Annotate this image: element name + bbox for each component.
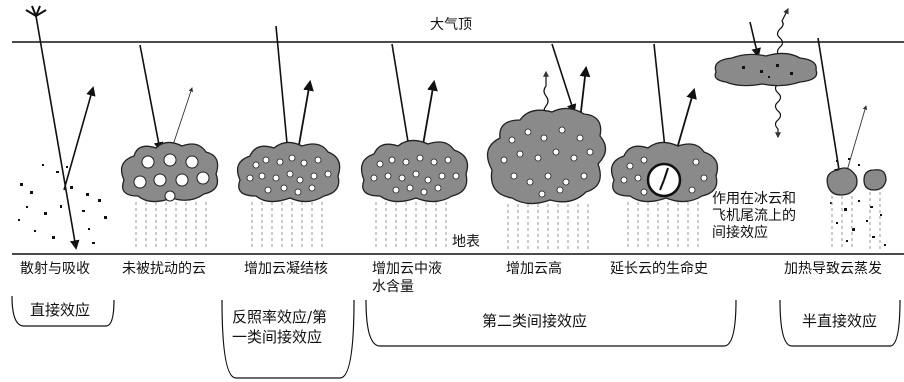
top-of-atmosphere-label: 大气顶: [430, 17, 472, 33]
ice-note-line3: 间接效应: [712, 225, 768, 241]
bracket-direct: [11, 295, 115, 327]
longwave-arrow: [543, 70, 549, 117]
ice-note-line1: 作用在冰云和: [712, 191, 796, 207]
panel-unperturbed-cloud: [120, 44, 219, 250]
panel-increased-cloud-height: [486, 43, 607, 250]
category-direct: 直接效应: [30, 301, 91, 319]
panel-label-unperturbed: 未被扰动的云: [122, 261, 206, 277]
category-second-indirect: 第二类间接效应: [482, 312, 588, 330]
panel-semi-direct: [826, 105, 887, 250]
panel-label-semi-direct: 加热导致云蒸发: [784, 261, 882, 277]
category-albedo-line1: 反照率效应/第: [232, 308, 328, 326]
surface-label: 地表: [452, 234, 480, 250]
panel-label-scattering: 散射与吸收: [20, 261, 90, 277]
panel-ice-contrail: [714, 7, 844, 178]
panel-label-lifetime: 延长云的生命史: [610, 261, 708, 277]
category-albedo-line2: 一类间接效应: [232, 328, 323, 346]
panel-label-lwc: 增加云中液: [372, 261, 442, 277]
panel-extended-lifetime: [610, 43, 719, 250]
panel-label-cloud-height: 增加云高: [506, 261, 562, 277]
bracket-albedo: [221, 299, 355, 379]
ice-note-line2: 飞机尾流上的: [712, 208, 796, 224]
aerosol-particles: [18, 164, 107, 244]
panel-label-lwc-line2: 水含量: [372, 279, 414, 295]
category-semi-direct: 半直接效应: [802, 312, 878, 330]
cloud: [486, 107, 607, 205]
satellite-icon: [25, 5, 47, 19]
panel-scattering: [18, 15, 107, 250]
clock-icon: [646, 162, 682, 198]
category-brackets: [11, 295, 901, 379]
panel-increased-ccn: [236, 25, 341, 250]
bracket-semi: [779, 299, 901, 347]
panel-increased-lwc: [360, 43, 469, 250]
panel-label-ccn: 增加云凝结核: [244, 261, 328, 277]
ice-cloud: [714, 52, 818, 87]
bracket-second: [365, 299, 737, 347]
